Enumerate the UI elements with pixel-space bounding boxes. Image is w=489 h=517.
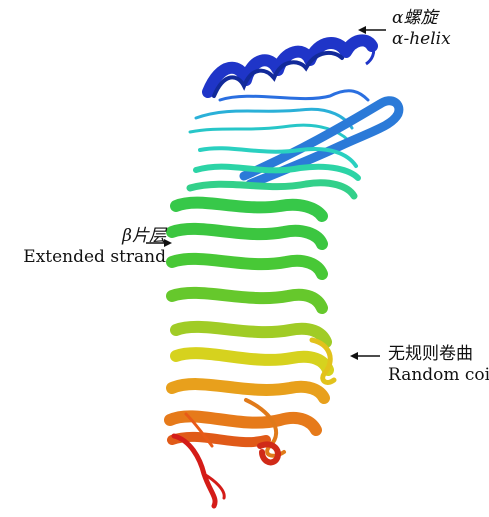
- alpha-helix: [208, 40, 374, 96]
- label-coil-en: Random coil: [388, 365, 489, 386]
- arrow-helix: [358, 26, 386, 34]
- label-strand-en: Extended strand: [8, 247, 166, 268]
- label-strand-cn: β片层: [122, 226, 166, 246]
- label-random-coil: 无规则卷曲 Random coil: [388, 344, 489, 386]
- label-alpha-helix: α螺旋 α-helix: [392, 8, 451, 50]
- bottom-coils: [170, 384, 324, 506]
- arrow-coil: [350, 352, 380, 360]
- label-coil-cn: 无规则卷曲: [388, 344, 489, 365]
- top-loops: [190, 91, 399, 196]
- beta-sheet: [172, 203, 334, 383]
- label-beta-strand: β片层 Extended strand: [8, 226, 166, 268]
- label-helix-en: α-helix: [392, 29, 451, 49]
- label-helix-cn: α螺旋: [392, 8, 437, 28]
